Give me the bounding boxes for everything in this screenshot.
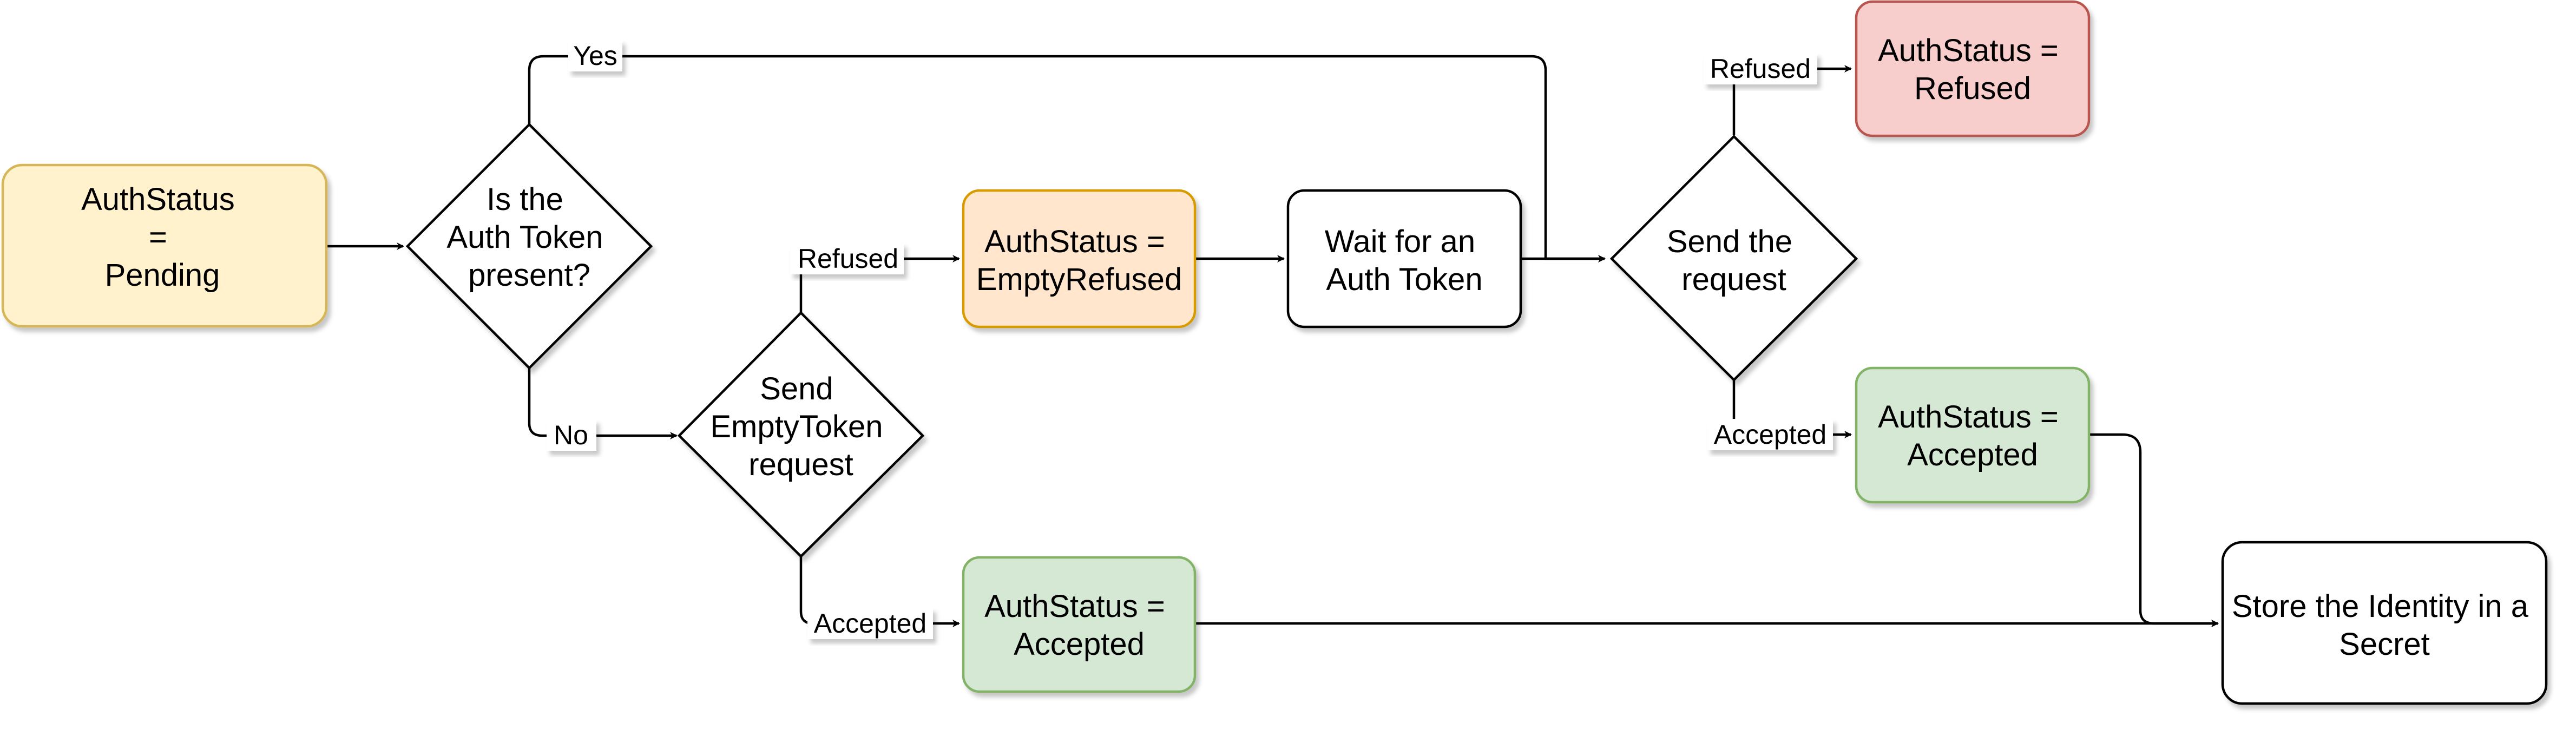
svg-text:Send the request: Send the request <box>1667 224 1801 297</box>
node-pending-line-3: Pending <box>105 258 220 293</box>
node-accepted-top-line-2: Accepted <box>1907 437 2038 472</box>
node-wait-line-1: Wait for an <box>1325 224 1475 259</box>
svg-text:Is the Auth Token: Is the Auth Token present? <box>446 182 612 293</box>
edge-accepted-to-store <box>2089 433 2219 627</box>
node-pending: AuthStatus = Pending <box>1 163 328 328</box>
edge-label-no: No <box>554 420 588 450</box>
svg-text:AuthStatus = EmptyRefu: AuthStatus = EmptyRefused <box>976 224 1182 297</box>
node-accepted-top-line-1: AuthStatus = <box>1878 399 2059 435</box>
node-accepted-bottom-line-2: Accepted <box>1014 627 1145 662</box>
svg-text:AuthStatus = Accepted: AuthStatus = Accepted <box>984 589 1174 662</box>
node-send-emptytoken-decision: Send EmptyToken request <box>677 311 925 558</box>
node-store-line-2: Secret <box>2339 627 2430 662</box>
edge-label-refused-request: Refused <box>1710 54 1811 84</box>
svg-text:Store the Identity in a: Store the Identity in a Secret <box>2232 589 2537 662</box>
node-store-line-1: Store the Identity in a <box>2232 589 2529 624</box>
node-refused-line-1: AuthStatus = <box>1878 33 2059 68</box>
node-token-present-line-2: Auth Token <box>446 220 603 255</box>
node-send-request-decision: Send the request <box>1609 134 1858 382</box>
edge-label-accepted-request: Accepted <box>1714 419 1826 450</box>
node-refused-line-2: Refused <box>1914 71 2031 106</box>
node-token-present-line-3: present? <box>468 258 590 293</box>
node-send-request-line-2: request <box>1681 262 1786 297</box>
node-token-present-decision: Is the Auth Token present? <box>405 122 653 370</box>
edge-label-refused-empty: Refused <box>798 244 898 274</box>
node-accepted-bottom-line-1: AuthStatus = <box>984 589 1165 624</box>
node-refused: AuthStatus = Refused <box>1855 0 2091 137</box>
node-send-empty-line-1: Send <box>760 371 833 406</box>
edge-no <box>528 368 678 439</box>
svg-text:Send EmptyToken: Send EmptyToken request <box>710 371 891 482</box>
edge-label-yes: Yes <box>573 41 617 71</box>
node-accepted-bottom: AuthStatus = Accepted <box>962 556 1197 693</box>
node-pending-line-1: AuthStatus <box>81 182 235 217</box>
edge-label-accepted-empty: Accepted <box>814 608 926 639</box>
node-pending-line-2: = <box>149 220 167 255</box>
node-empty-refused-line-2: EmptyRefused <box>976 262 1182 297</box>
svg-text:AuthStatus = P: AuthStatus = Pending <box>81 182 244 293</box>
node-send-request-line-1: Send the <box>1667 224 1792 259</box>
svg-text:Wait for an Auth Token: Wait for an Auth Token <box>1325 224 1484 297</box>
svg-text:AuthStatus = Refused: AuthStatus = Refused <box>1878 33 2067 106</box>
node-empty-refused-line-1: AuthStatus = <box>984 224 1165 259</box>
node-wait-auth-token: Wait for an Auth Token <box>1286 189 1522 328</box>
svg-text:AuthStatus = Accepted: AuthStatus = Accepted <box>1878 399 2067 472</box>
node-send-empty-line-3: request <box>748 447 853 482</box>
node-store-identity: Store the Identity in a Secret <box>2221 541 2548 705</box>
node-send-empty-line-2: EmptyToken <box>710 409 883 444</box>
node-empty-refused: AuthStatus = EmptyRefused <box>962 189 1197 328</box>
node-wait-line-2: Auth Token <box>1326 262 1482 297</box>
edge-yes <box>528 55 1606 262</box>
node-accepted-top: AuthStatus = Accepted <box>1855 366 2091 504</box>
node-token-present-line-1: Is the <box>487 182 563 217</box>
